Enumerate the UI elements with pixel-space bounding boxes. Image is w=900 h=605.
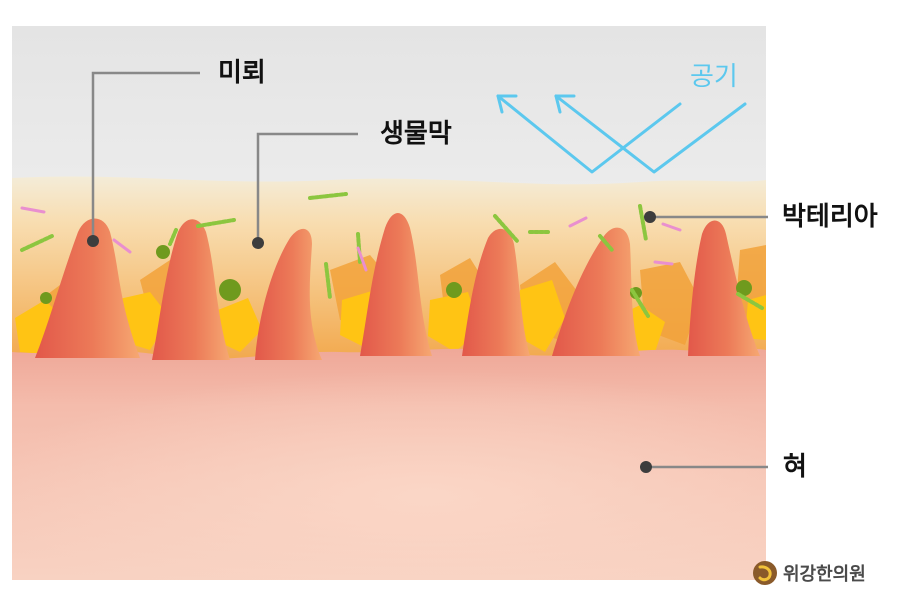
papilla bbox=[688, 220, 760, 356]
leader-papillae bbox=[91, 71, 200, 241]
papilla bbox=[360, 213, 432, 356]
papilla bbox=[35, 218, 140, 358]
papilla bbox=[255, 228, 322, 360]
label-tongue: 혀 bbox=[783, 452, 807, 482]
bacteria-cocci bbox=[40, 245, 752, 304]
marker-papillae bbox=[87, 235, 99, 247]
label-biofilm: 생물막 bbox=[380, 119, 452, 149]
bacteria-rods bbox=[20, 206, 682, 272]
bacteria-chains bbox=[20, 192, 764, 318]
marker-tongue bbox=[640, 461, 652, 473]
air-layer bbox=[12, 26, 766, 196]
marker-dots bbox=[87, 211, 656, 473]
air-arrows bbox=[496, 94, 747, 174]
clinic-logo: 위강한의원 bbox=[752, 558, 866, 588]
logo-mark-icon bbox=[753, 561, 777, 585]
tongue-glow bbox=[12, 370, 766, 580]
papilla bbox=[462, 228, 530, 356]
marker-biofilm bbox=[252, 237, 264, 249]
papilla bbox=[552, 227, 640, 356]
leader-lines bbox=[91, 71, 768, 469]
marker-bacteria bbox=[644, 211, 656, 223]
label-papillae: 미뢰 bbox=[218, 58, 266, 88]
logo-text: 위강한의원 bbox=[783, 564, 866, 585]
label-bacteria: 박테리아 bbox=[782, 202, 878, 232]
papillae bbox=[35, 213, 760, 360]
label-air: 공기 bbox=[690, 62, 738, 92]
papilla bbox=[152, 219, 230, 360]
leader-biofilm bbox=[256, 132, 358, 243]
